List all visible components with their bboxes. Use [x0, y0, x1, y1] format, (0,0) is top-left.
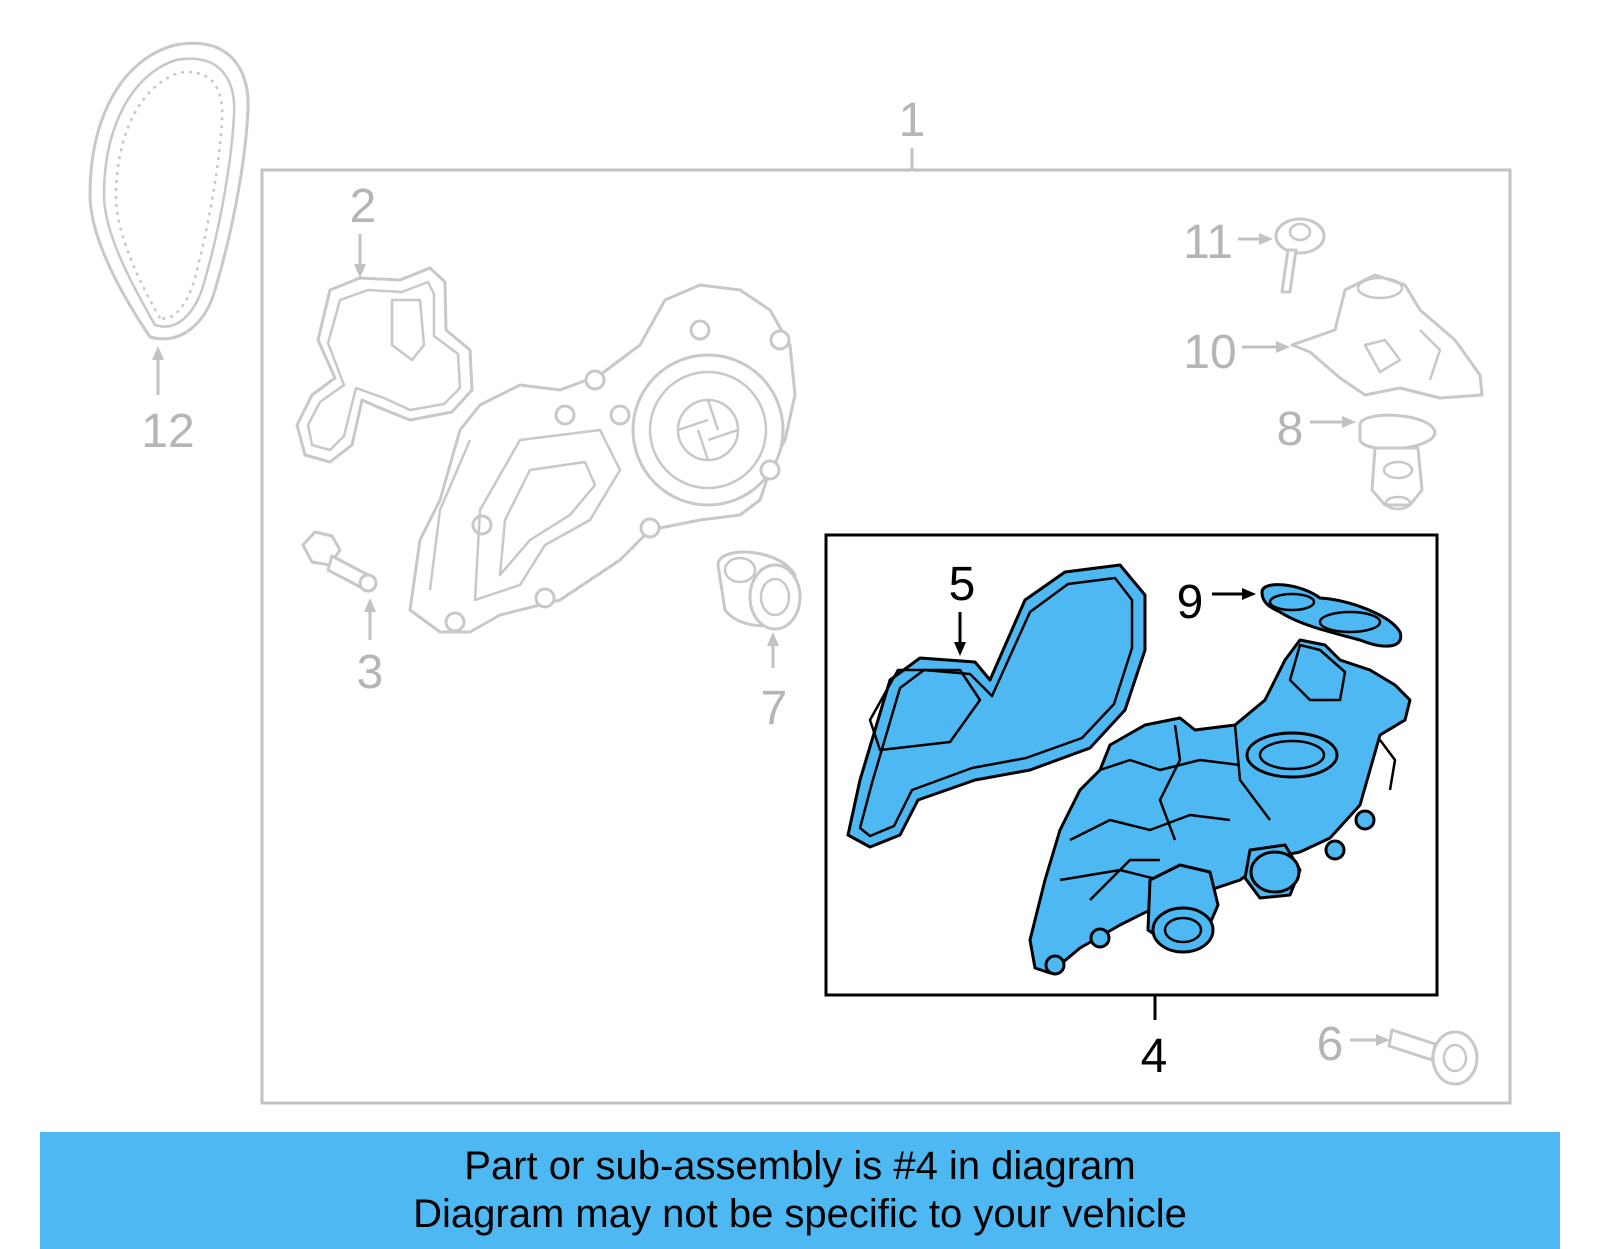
part-7-fitting[interactable] [716, 550, 802, 631]
callout-7: 7 [761, 682, 788, 735]
callout-8-arrowhead [1342, 416, 1356, 428]
callout-10: 10 [1183, 326, 1236, 379]
callout-10-arrowhead [1276, 341, 1290, 353]
callout-11: 11 [1183, 216, 1233, 269]
callout-2-arrowhead [354, 264, 366, 278]
banner-line-1: Part or sub-assembly is #4 in diagram [464, 1144, 1136, 1188]
part-6-bolt[interactable] [1387, 1028, 1479, 1086]
part-5-gasket[interactable] [846, 563, 1147, 849]
part-11-bolt[interactable] [1274, 217, 1326, 294]
callout-12: 12 [141, 405, 194, 458]
callout-6-arrowhead [1376, 1034, 1390, 1046]
callout-9: 9 [1177, 576, 1204, 629]
callout-1: 1 [899, 94, 926, 147]
part-12-belt[interactable] [88, 41, 250, 341]
callout-4[interactable]: 4 [1141, 1030, 1168, 1083]
banner-line-2: Diagram may not be specific to your vehi… [413, 1192, 1187, 1236]
callout-3-arrowhead [364, 598, 376, 612]
part-3-bolt[interactable] [301, 530, 378, 593]
callout-5: 5 [949, 558, 976, 611]
callout-5-arrowhead [954, 642, 966, 656]
part-9-seal[interactable] [1260, 583, 1403, 648]
subassembly-4-box [824, 533, 1439, 997]
callout-11-arrowhead [1259, 233, 1273, 245]
parts-diagram: 1 12 2 [88, 41, 1512, 1105]
part-4-water-pump[interactable] [1028, 638, 1412, 976]
callout-7-arrowhead [767, 632, 779, 646]
part-2-gasket[interactable] [295, 266, 474, 464]
callout-8: 8 [1277, 403, 1304, 456]
callout-2: 2 [350, 180, 377, 233]
part-1-pump-housing[interactable] [408, 283, 797, 634]
part-8-thermostat[interactable] [1358, 413, 1437, 511]
callout-9-arrowhead [1242, 588, 1256, 600]
part-10-housing[interactable] [1290, 273, 1484, 400]
callout-3: 3 [357, 646, 384, 699]
callout-6: 6 [1317, 1018, 1344, 1071]
callout-12-arrowhead [152, 346, 164, 360]
assembly-frame [260, 168, 1512, 1105]
info-banner: Part or sub-assembly is #4 in diagram Di… [40, 1132, 1560, 1249]
